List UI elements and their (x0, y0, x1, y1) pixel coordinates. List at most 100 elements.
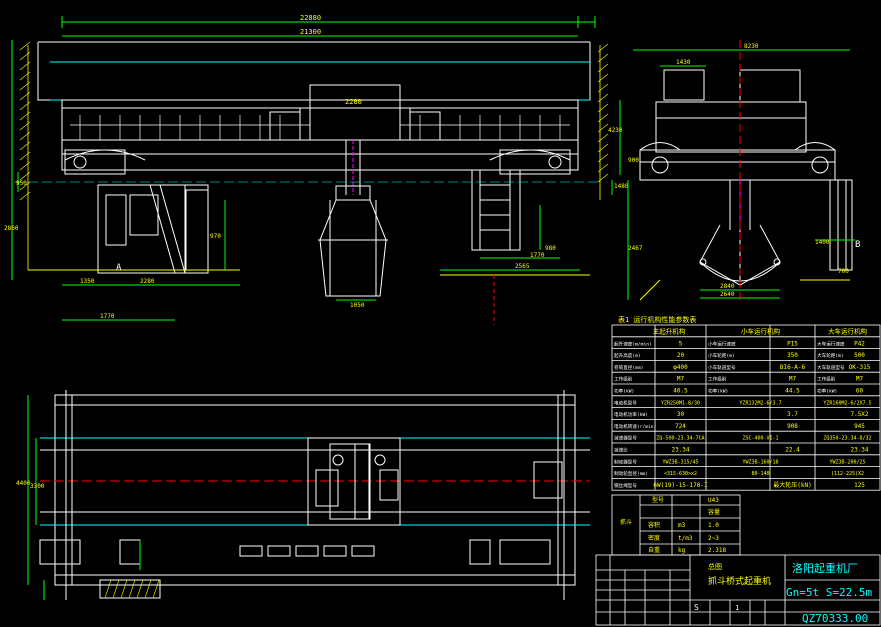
crane-params: Gn=5t S=22.5m (786, 586, 872, 599)
dim-text: 1430 (676, 59, 691, 66)
drawing-number: QZ70333.00 (802, 612, 868, 625)
scale-mark: S (694, 603, 699, 612)
drawing-title: 抓斗桥式起重机 (708, 575, 771, 587)
spec-table-title: 表1 运行机构性能参数表 (618, 315, 696, 324)
dim-text: 2280 (345, 98, 362, 106)
spec-cell: 起升速度(m/min) (614, 340, 652, 347)
spec-cell: 60 (856, 388, 864, 395)
grab-cell: 2~3 (708, 535, 719, 542)
spec-cell: YZR132M2-6/3.7 (739, 400, 781, 406)
grab-cell: 2.318 (708, 547, 726, 554)
spec-cell: 945 (854, 423, 865, 430)
spec-cell: (112-225)X2 (831, 471, 864, 477)
grab-spec-table: 型号 U43 抓斗 容量 容积 m3 1.0 密度 t/m3 2~3 自重 kg… (611, 494, 741, 556)
spec-cell: 工作级别 (708, 376, 727, 383)
spec-cell: OK-315 (849, 364, 871, 371)
spec-cell: 40.5 (673, 388, 688, 395)
spec-cell: 起升高度(m) (614, 352, 641, 359)
dim-text: 950 (16, 180, 27, 187)
grab-label: 抓斗 (620, 518, 632, 526)
grab-cell: t/m3 (678, 535, 693, 542)
spec-cell: 电动机型号 (614, 399, 637, 406)
spec-cell: 7.5X2 (850, 411, 868, 418)
spec-cell: 制动器型号 (614, 458, 637, 465)
dim-text: 2565 (515, 263, 530, 270)
grab-cell: 密度 (648, 534, 660, 542)
dim-text: 1050 (350, 302, 365, 309)
side-elevation (611, 40, 855, 301)
grab-cell: 1.0 (708, 522, 719, 529)
front-dimension-texts: 22880 21300 2280 950 2860 970 4230 1350 … (4, 14, 623, 320)
plan-dimension-texts: 4400 3300 (16, 480, 45, 490)
grab-cell: m3 (678, 522, 686, 529)
dim-text: 1400 (815, 239, 830, 246)
spec-cell: 80-140 (751, 471, 769, 477)
dim-text: 21300 (300, 28, 321, 36)
spec-cell: 23.34 (671, 447, 689, 454)
spec-cell: 30 (677, 411, 685, 418)
spec-cell: 724 (675, 423, 686, 430)
spec-cell: 125 (854, 482, 865, 489)
drawing-subtitle: 总图 (708, 562, 722, 571)
spec-cell: 908 (787, 423, 798, 430)
spec-header: 大车运行机构 (828, 327, 868, 336)
spec-cell: 小车轮距(m) (708, 352, 735, 359)
spec-cell: 500 (854, 352, 865, 359)
spec-cell: YWZ3B-315/45 (662, 459, 698, 465)
spec-cell: 大车轮距(m) (817, 352, 844, 359)
front-elevation (11, 16, 621, 325)
spec-header: 主起升机构 (653, 327, 686, 336)
dim-text: 3300 (30, 483, 45, 490)
spec-cell: 减速比 (614, 447, 628, 454)
spec-cell: 23.34 (850, 447, 868, 454)
spec-cell: 功率(kW) (817, 388, 837, 395)
dim-text: 980 (545, 245, 556, 252)
grab-capacity: 容量 (708, 508, 720, 516)
spec-cell: 减速器型号 (614, 435, 637, 442)
spec-header: 小车运行机构 (741, 327, 781, 336)
title-block: 总图 抓斗桥式起重机 洛阳起重机厂 Gn=5t S=22.5m QZ70333.… (595, 554, 881, 626)
company-name: 洛阳起重机厂 (792, 561, 858, 575)
dim-text: 900 (628, 157, 639, 164)
dim-text: 2640 (720, 291, 735, 298)
spec-cell: 电动机转速(r/min) (614, 423, 656, 430)
spec-cell: 6W(19)-15-170-I (653, 482, 708, 489)
spec-cell: 22.4 (785, 447, 800, 454)
spec-cell: 44.5 (785, 388, 800, 395)
dim-text: 8230 (744, 43, 759, 50)
grab-cell: kg (678, 547, 686, 554)
spec-cell: M7 (677, 376, 685, 383)
spec-cell: BI6-A-6 (780, 364, 806, 371)
section-label-a: A (116, 263, 122, 273)
spec-cell: M7 (789, 376, 797, 383)
dim-text: 22880 (300, 14, 321, 22)
dim-text: 1350 (80, 278, 95, 285)
spec-cell: 小车运行速度 (708, 340, 736, 347)
section-label-b: B (855, 240, 860, 250)
spec-cell: YZR250M1-8/30 (661, 400, 700, 406)
sheet-number: 1 (735, 604, 739, 612)
dim-text: 4400 (16, 480, 31, 487)
spec-cell: 工作级别 (614, 376, 633, 383)
grab-col-header: 型号 (652, 496, 664, 504)
dim-text: 2840 (720, 283, 735, 290)
spec-cell: YWZ3B-200/25 (829, 459, 865, 465)
dim-text: 1770 (530, 252, 545, 259)
spec-cell: φ400 (673, 364, 688, 371)
dim-text: 970 (210, 233, 221, 240)
side-dimension-texts: 8230 1430 1480 900 2467 2640 2840 1400 7… (614, 43, 860, 298)
spec-cell: 20 (677, 352, 685, 359)
spec-cell: 大车轨道型号 (817, 364, 845, 371)
spec-cell: 功率(kW) (614, 388, 634, 395)
spec-cell: 350 (787, 352, 798, 359)
spec-cell: M7 (856, 376, 864, 383)
dim-text: 4230 (608, 127, 623, 134)
plan-view (27, 390, 590, 600)
spec-cell: ZQ-500-23.34-7CA (656, 436, 704, 442)
dim-text: 2467 (628, 245, 643, 252)
spec-cell: ZQ350-23.34-8/32 (823, 436, 871, 442)
spec-cell: 最大轮压(kN) (773, 481, 811, 489)
spec-cell: PI5 (787, 340, 798, 347)
spec-cell: <315-630>x2 (664, 471, 697, 477)
